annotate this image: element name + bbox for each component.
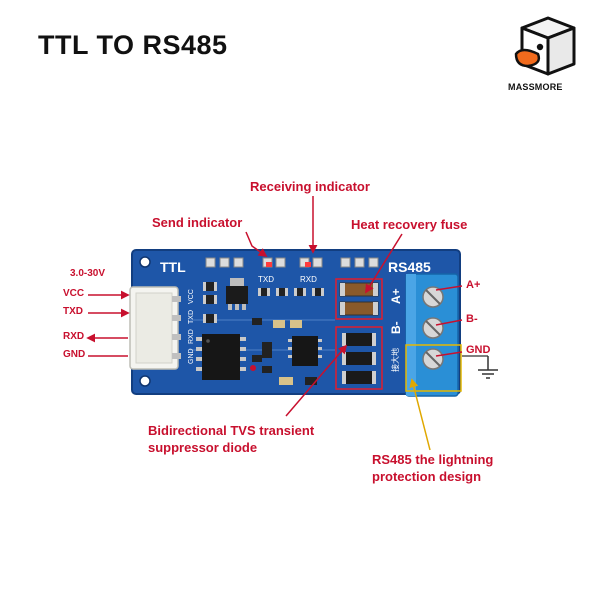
duck-box-icon (514, 16, 576, 76)
receiving-indicator-label: Receiving indicator (250, 179, 370, 194)
chip-soic-left (196, 334, 246, 380)
receive-led (305, 262, 311, 267)
resistor-row (258, 288, 324, 296)
tvs-label-line2: suppressor diode (148, 440, 258, 455)
capacitors-left (203, 282, 217, 323)
arrow-tvs (285, 344, 348, 417)
silk-gnd: GND (188, 348, 195, 364)
terminal-b-label: B- (466, 313, 478, 325)
rxd-label: RXD (63, 331, 85, 342)
silk-a-plus: A+ (389, 288, 403, 304)
lightning-label-line2: protection design (372, 469, 482, 484)
silk-rs485: RS485 (388, 259, 431, 275)
arrow-send (245, 231, 268, 258)
ground-icon (462, 355, 498, 379)
page-title: TTL TO RS485 (38, 30, 228, 60)
line-a (435, 285, 463, 291)
terminal-gnd-label: GND (466, 344, 491, 356)
gnd-label: GND (63, 349, 86, 360)
line-gnd-term (435, 351, 463, 357)
misc-smd (250, 318, 317, 385)
arrow-lightning (409, 378, 431, 451)
tvs-diodes (342, 333, 376, 384)
regulator-u4 (226, 278, 248, 310)
silk-b-minus: B- (389, 321, 403, 334)
silk-chinese: 接大地 (390, 348, 400, 372)
line-b (435, 319, 463, 326)
pin-labels-silk: GND RXD TXD VCC (188, 289, 195, 364)
silk-txd: TXD (258, 275, 274, 284)
vcc-label: VCC (63, 288, 85, 299)
fuse-highlight-box (335, 278, 383, 320)
silk-rxd-pin: RXD (188, 329, 195, 344)
jst-connector (129, 286, 181, 370)
tvs-label-line1: Bidirectional TVS transient (148, 423, 315, 438)
arrow-fuse (365, 233, 403, 294)
voltage-label: 3.0-30V (70, 268, 106, 279)
lightning-highlight-box (405, 344, 462, 392)
send-indicator-label: Send indicator (152, 215, 243, 230)
fuse-label: Heat recovery fuse (351, 217, 468, 232)
silk-txd-pin: TXD (188, 310, 195, 324)
chip-u1 (288, 336, 322, 366)
txd-label: TXD (63, 306, 83, 317)
silk-rxd: RXD (300, 275, 317, 284)
lightning-label-line1: RS485 the lightning (372, 452, 494, 467)
terminal-a-label: A+ (466, 279, 481, 291)
silk-ttl: TTL (160, 259, 186, 275)
send-led (266, 262, 272, 267)
silk-vcc-pin: VCC (188, 289, 195, 304)
brand-name: MASSMORE (508, 82, 563, 92)
screw-terminal (405, 273, 459, 397)
